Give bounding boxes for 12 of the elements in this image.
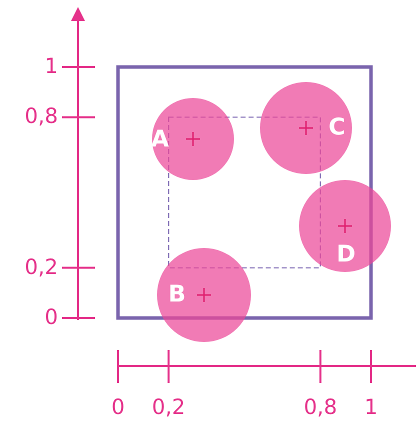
tick-label: 0,8 [304, 397, 338, 418]
circle-label: D [336, 244, 356, 266]
circle-label: C [328, 116, 346, 140]
tick-label: 1 [364, 397, 378, 418]
tick-label: 0,2 [152, 397, 186, 418]
circle-label: B [168, 284, 186, 306]
tick-label: 0,2 [24, 256, 58, 278]
tick-label: 0,8 [24, 106, 58, 128]
tick-label: 1 [44, 56, 58, 77]
tick-label: 0 [111, 397, 125, 418]
tick-label: 0 [44, 307, 58, 328]
circle-label: A [151, 128, 169, 152]
